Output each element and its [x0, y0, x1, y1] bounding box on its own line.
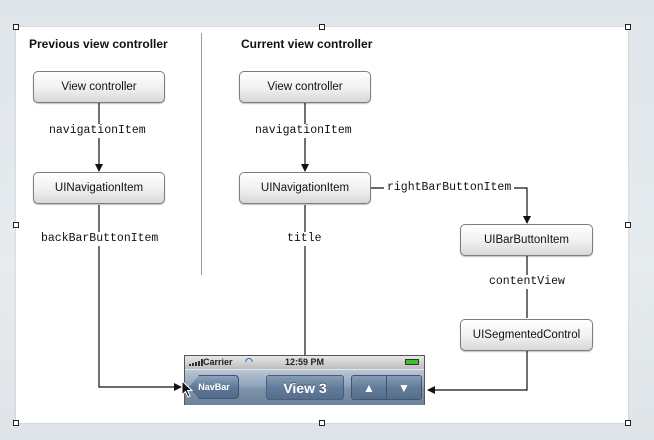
nav-title[interactable]: View 3 — [266, 375, 344, 400]
carrier-label: Carrier — [203, 357, 233, 367]
content-view-label: contentView — [486, 275, 568, 289]
selection-handle-right[interactable] — [625, 222, 631, 228]
title-label: title — [284, 232, 325, 246]
cur-navigation-item-label: navigationItem — [252, 124, 355, 138]
status-bar: Carrier ◠ 12:59 PM — [185, 356, 424, 369]
cur-navigation-item-node[interactable]: UINavigationItem — [239, 172, 371, 204]
selection-handle-bottom[interactable] — [319, 420, 325, 426]
selection-handle-top-right[interactable] — [625, 24, 631, 30]
segmented-control[interactable]: ▲ ▼ — [351, 375, 422, 400]
right-bar-button-item-label: rightBarButtonItem — [384, 181, 515, 195]
selection-handle-bottom-left[interactable] — [13, 420, 19, 426]
selection-handle-top[interactable] — [319, 24, 325, 30]
back-bar-button-item-label: backBarButtonItem — [38, 232, 162, 246]
arrow-back-to-navbar — [98, 205, 182, 391]
signal-icon — [189, 359, 203, 366]
arrow-segmented-to-navbar — [427, 350, 528, 394]
nav-bar-body: NavBar View 3 ▲ ▼ — [185, 369, 424, 405]
segmented-control-node[interactable]: UISegmentedControl — [460, 319, 593, 351]
selection-handle-left[interactable] — [13, 222, 19, 228]
selection-handle-bottom-right[interactable] — [625, 420, 631, 426]
navigation-bar-preview: Carrier ◠ 12:59 PM NavBar View 3 ▲ ▼ — [184, 355, 425, 405]
cur-view-controller-node[interactable]: View controller — [239, 71, 371, 103]
prev-view-controller-node[interactable]: View controller — [33, 71, 165, 103]
segment-up[interactable]: ▲ — [352, 376, 386, 399]
status-time: 12:59 PM — [284, 357, 325, 367]
prev-navigation-item-node[interactable]: UINavigationItem — [33, 172, 165, 204]
bar-button-item-node[interactable]: UIBarButtonItem — [460, 224, 593, 256]
battery-icon — [405, 359, 419, 365]
previous-heading: Previous view controller — [29, 37, 168, 51]
back-button[interactable]: NavBar — [189, 375, 239, 399]
wifi-icon: ◠ — [245, 356, 253, 366]
current-heading: Current view controller — [241, 37, 373, 51]
segment-down[interactable]: ▼ — [386, 376, 421, 399]
column-divider — [201, 33, 202, 275]
selection-handle-top-left[interactable] — [13, 24, 19, 30]
prev-navigation-item-label: navigationItem — [46, 124, 149, 138]
pointer-cursor-icon — [181, 380, 193, 398]
